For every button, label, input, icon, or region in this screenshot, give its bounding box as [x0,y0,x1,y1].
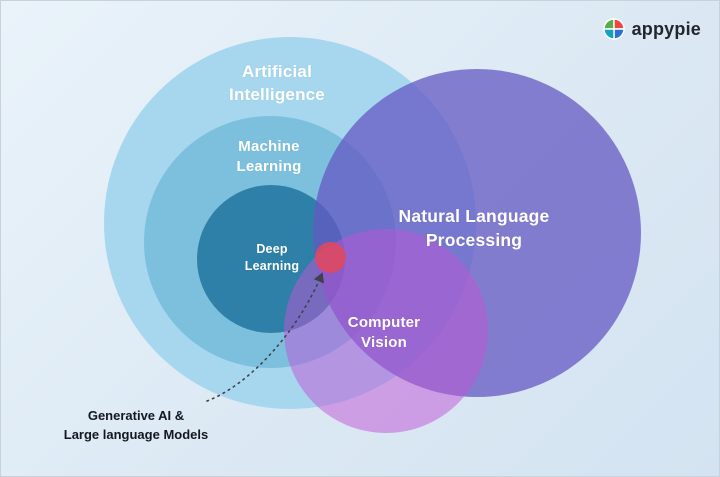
brand-logo: appypie [602,17,701,41]
label-deep-learning: Deep Learning [244,242,300,273]
label-natural-language-processing: Natural Language Processing [398,206,550,250]
appypie-logo-icon [602,18,625,40]
label-generative-ai: Generative AI & Large language Models [63,408,209,442]
circle-generative-ai-dot [315,242,346,273]
brand-name: appypie [631,18,701,39]
label-computer-vision: Computer Vision [347,314,421,352]
label-artificial-intelligence: Artificial Intelligence [229,62,325,104]
label-machine-learning: Machine Learning [236,138,302,176]
